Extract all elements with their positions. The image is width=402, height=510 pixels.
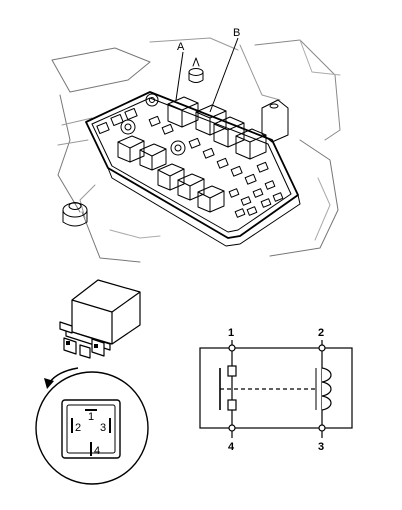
connector-pin-4-label: 4	[94, 445, 100, 457]
relay-box-illustration	[51, 37, 341, 263]
callout-leaders	[175, 37, 239, 113]
connector-face-icon	[35, 371, 149, 485]
connector-pin-1-label: 1	[88, 411, 94, 423]
callout-a-label: A	[177, 41, 185, 53]
relay-part-icon	[59, 279, 141, 359]
coil-winding	[321, 367, 332, 411]
terminal-1-label: 1	[228, 327, 234, 339]
terminal-3-label: 3	[318, 441, 324, 453]
switch-contact-top	[227, 365, 237, 377]
relay-schematic	[199, 340, 353, 438]
connector-pin-3-label: 3	[100, 422, 106, 434]
curved-arrow-icon	[44, 367, 79, 389]
connector-pin-2-label: 2	[75, 422, 81, 434]
schematic-frame	[199, 347, 353, 429]
terminal-4-label: 4	[228, 441, 235, 453]
terminal-2-label: 2	[318, 327, 324, 339]
switch-contact-bottom	[227, 399, 237, 411]
callout-b-label: B	[233, 27, 240, 39]
